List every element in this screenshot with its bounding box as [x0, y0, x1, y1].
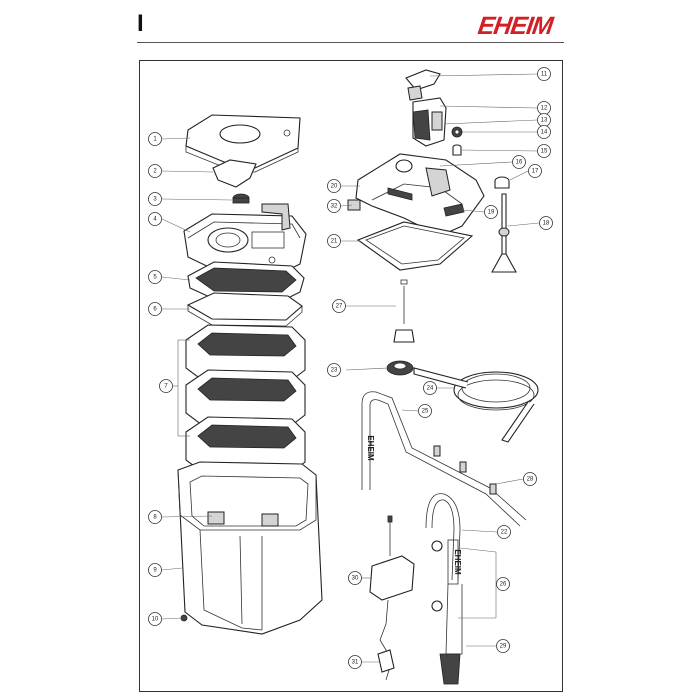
callout-19: 19	[484, 205, 498, 219]
callout-number: 4	[153, 217, 157, 223]
part-sleeve	[452, 144, 462, 156]
callout-28: 28	[523, 472, 537, 486]
callout-number: 11	[541, 72, 548, 78]
callout-number: 26	[500, 582, 507, 588]
callout-number: 1	[153, 137, 157, 143]
callout-15: 15	[537, 144, 551, 158]
callout-number: 15	[541, 149, 548, 155]
part-power-supply	[369, 515, 415, 601]
callout-number: 27	[336, 304, 343, 310]
part-basket-top	[185, 324, 306, 381]
callout-8: 8	[148, 510, 162, 524]
callout-number: 24	[427, 386, 434, 392]
callout-4: 4	[148, 212, 162, 226]
tube-brand-print-2: EHEIM	[453, 549, 462, 575]
part-valve-block	[412, 97, 447, 147]
callout-number: 21	[331, 239, 338, 245]
callout-17: 17	[528, 164, 542, 178]
callout-number: 25	[422, 409, 429, 415]
callout-group: 1234567891011121314151617181920212223242…	[148, 67, 553, 669]
tube-brand-print: EHEIM	[366, 435, 375, 461]
callout-18: 18	[539, 216, 553, 230]
callout-20: 20	[327, 179, 341, 193]
part-filter-head	[183, 203, 307, 272]
part-wheel	[451, 126, 463, 138]
part-hose-coil	[413, 367, 539, 443]
part-cable-plug	[377, 599, 395, 681]
part-cap-ring	[494, 176, 510, 189]
leader-lines	[161, 73, 540, 663]
callout-1: 1	[148, 132, 162, 146]
part-spindle	[491, 193, 517, 273]
callout-9: 9	[148, 563, 162, 577]
callout-25: 25	[418, 404, 432, 418]
callout-16: 16	[512, 155, 526, 169]
part-gasket-small	[212, 159, 257, 188]
callout-23: 23	[327, 363, 341, 377]
part-basket-middle	[185, 369, 306, 426]
callout-number: 14	[541, 130, 548, 136]
part-outlet-tube	[425, 493, 463, 685]
callout-2: 2	[148, 164, 162, 178]
part-impeller	[393, 279, 415, 343]
callout-5: 5	[148, 270, 162, 284]
section-letter: I	[137, 10, 144, 37]
callout-10: 10	[148, 612, 162, 626]
part-canister	[177, 461, 323, 635]
callout-number: 7	[164, 384, 168, 390]
callout-21: 21	[327, 234, 341, 248]
callout-number: 18	[543, 221, 550, 227]
part-connector-top	[405, 69, 441, 101]
callout-24: 24	[423, 381, 437, 395]
part-basket-bottom	[185, 416, 306, 473]
callout-number: 8	[153, 515, 157, 521]
callout-number: 16	[516, 160, 523, 166]
callout-number: 12	[541, 106, 548, 112]
callout-6: 6	[148, 302, 162, 316]
callout-number: 9	[153, 568, 157, 574]
callout-number: 22	[501, 530, 508, 536]
part-intake-tube	[361, 391, 527, 527]
callout-number: 19	[488, 210, 495, 216]
part-filter-pad	[186, 292, 303, 327]
callout-number: 17	[532, 169, 539, 175]
callout-30: 30	[348, 571, 362, 585]
callout-number: 6	[153, 307, 157, 313]
part-rotor-disc	[386, 360, 414, 376]
callout-number: 13	[541, 118, 548, 124]
callout-number: 31	[352, 660, 359, 666]
callout-12: 12	[537, 101, 551, 115]
callout-number: 2	[153, 169, 157, 175]
callout-26: 26	[496, 577, 510, 591]
part-cap	[232, 193, 250, 204]
callout-number: 3	[153, 197, 157, 203]
callout-number: 10	[152, 617, 159, 623]
callout-number: 5	[153, 275, 157, 281]
callout-number: 23	[331, 368, 338, 374]
callout-number: 28	[527, 477, 534, 483]
callout-31: 31	[348, 655, 362, 669]
callout-number: 20	[331, 184, 338, 190]
callout-number: 30	[352, 576, 359, 582]
callout-number: 29	[500, 644, 507, 650]
callout-7: 7	[159, 379, 173, 393]
callout-32: 32	[327, 199, 341, 213]
callout-11: 11	[537, 67, 551, 81]
part-pump-head	[347, 153, 485, 237]
callout-22: 22	[497, 525, 511, 539]
callout-29: 29	[496, 639, 510, 653]
callout-number: 32	[331, 204, 338, 210]
callout-27: 27	[332, 299, 346, 313]
diagram-frame	[139, 60, 563, 692]
callout-3: 3	[148, 192, 162, 206]
header-rule	[137, 42, 564, 43]
callout-13: 13	[537, 113, 551, 127]
callout-14: 14	[537, 125, 551, 139]
